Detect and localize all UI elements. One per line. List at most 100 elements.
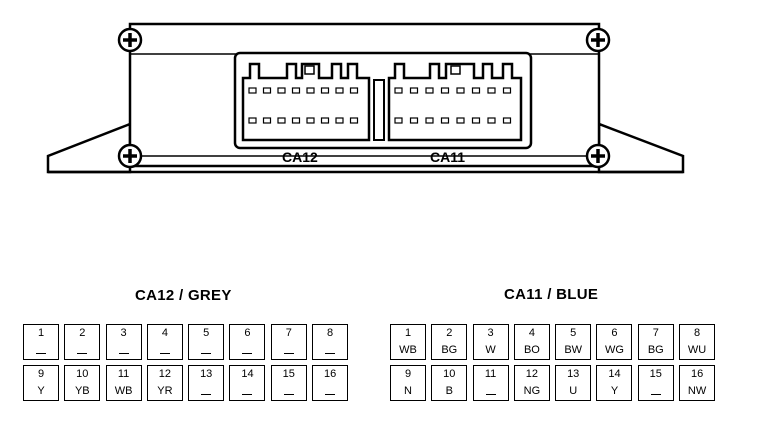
wire-color-code: BO (523, 344, 540, 356)
wire-color-code: BG (647, 344, 664, 356)
pin-number: 5 (570, 327, 577, 339)
pin-slot (335, 117, 344, 124)
pin-number: 15 (649, 368, 662, 380)
pin-number: 13 (567, 368, 580, 380)
pin-number: 2 (79, 327, 86, 339)
pin-number: 6 (611, 327, 618, 339)
connector-key (373, 79, 385, 141)
pin-slot (456, 117, 465, 124)
pin-slots (248, 87, 512, 124)
pin-number: 5 (203, 327, 210, 339)
pin-number: 16 (323, 368, 337, 380)
wire-color-code: BW (564, 344, 583, 356)
pin-number: 1 (37, 327, 45, 339)
mounting-screws (117, 27, 611, 169)
screw-icon (117, 143, 143, 169)
pin-cell: 1 (23, 324, 59, 360)
pin-slot (425, 117, 434, 124)
pin-cell: 8 (312, 324, 349, 360)
ca12-title: CA12 / GREY (135, 287, 232, 304)
pin-cell: 15 (270, 365, 307, 401)
pin-number: 7 (285, 327, 292, 339)
pin-slot (306, 87, 315, 94)
pin-slot (262, 117, 272, 124)
wire-color-code: NW (687, 385, 707, 397)
pin-slot (456, 87, 465, 94)
wire-color-code: NG (523, 385, 541, 397)
wire-color-code: WU (687, 344, 707, 356)
pin-slot (487, 87, 496, 94)
pin-slot (440, 87, 450, 94)
pin-slot (440, 117, 450, 124)
pin-number: 8 (694, 327, 701, 339)
wire-color-code: B (445, 385, 453, 397)
wire-color-code: YB (74, 385, 90, 397)
pin-number: 10 (76, 368, 89, 380)
pin-number: 8 (327, 327, 334, 339)
pin-number: 11 (117, 368, 130, 380)
pin-slot (487, 117, 496, 124)
pin-slot (502, 87, 512, 94)
pin-number: 1 (404, 327, 412, 339)
pin-cell: 2 (64, 324, 101, 360)
pin-slot (291, 117, 301, 124)
pin-slot (349, 117, 359, 124)
wire-color-code: YR (157, 385, 173, 397)
pin-slot (394, 87, 403, 94)
wire-color-code: N (404, 385, 412, 397)
pin-number: 15 (282, 368, 295, 380)
ecu-module-drawing: CA12 CA11 (46, 22, 685, 174)
pin-cell: 16 (312, 365, 349, 401)
pin-slot (248, 87, 257, 94)
wire-color-code: W (485, 344, 496, 356)
pin-slot (502, 117, 512, 124)
ca11-title: CA11 / BLUE (504, 286, 599, 303)
pin-number: 7 (652, 327, 659, 339)
screw-icon (585, 143, 611, 169)
pin-slot (409, 87, 419, 94)
wire-color-code: Y (37, 385, 45, 397)
pin-number: 2 (446, 327, 453, 339)
pin-cell: 4 (146, 324, 183, 360)
pin-number: 12 (525, 368, 539, 380)
pin-slot (277, 117, 286, 124)
wire-color-code: WB (114, 385, 133, 397)
pin-number: 6 (244, 327, 251, 339)
pin-cell: 7 (270, 324, 307, 360)
pin-slot (394, 117, 403, 124)
pin-slot (409, 117, 419, 124)
ca11-small-label: CA11 (430, 149, 465, 165)
pin-number: 9 (37, 368, 45, 380)
pin-cell: 3 (105, 324, 142, 360)
pin-number: 10 (443, 368, 456, 380)
pin-slot (471, 87, 481, 94)
pin-slot (306, 117, 315, 124)
wire-color-code: WG (605, 344, 624, 356)
pin-slot (425, 87, 434, 94)
pin-cell: 15 (637, 365, 674, 401)
pin-slot (349, 87, 359, 94)
pin-slot (320, 87, 330, 94)
pin-cell: 11 (472, 365, 509, 401)
screw-icon (117, 27, 143, 53)
pin-number: 9 (404, 368, 412, 380)
pin-slot (320, 117, 330, 124)
pin-cell: 6 (229, 324, 266, 360)
pin-number: 3 (487, 327, 494, 339)
ca12-small-label: CA12 (282, 149, 318, 165)
